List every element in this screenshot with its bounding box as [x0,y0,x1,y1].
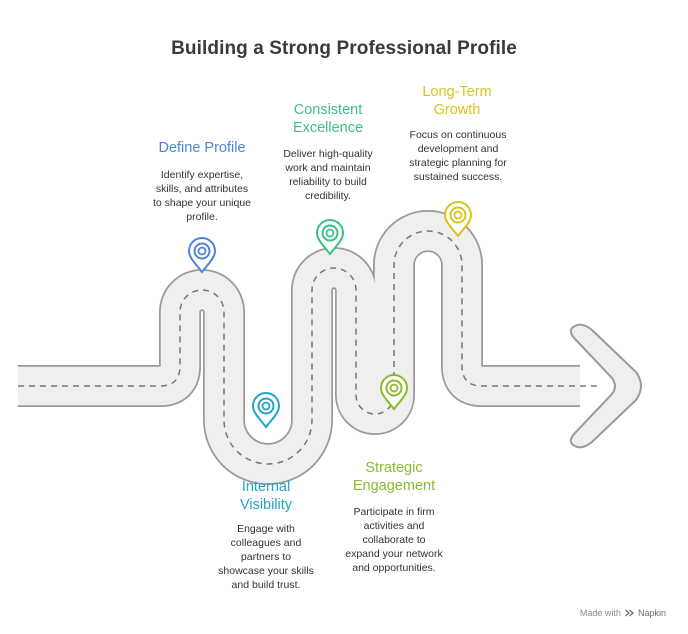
desc-line: sustained success. [413,171,503,183]
desc-line: Focus on continuous [409,129,507,141]
title-line: Long-Term [422,84,492,100]
desc-line: Participate in firm [353,506,435,518]
desc-line: Identify expertise, [160,169,244,181]
title-line: Internal [241,479,291,495]
diagram-title: Building a Strong Professional Profile [171,38,517,59]
step-desc-long-term-growth: Focus on continuous development and stra… [388,128,528,184]
desc-line: Deliver high-quality [283,148,373,160]
desc-line: to shape your unique [152,197,252,209]
pin-long-term-growth-icon [443,201,473,238]
title-line: Growth [433,102,481,118]
desc-line: profile. [186,211,218,223]
desc-line: strategic planning for [409,157,507,169]
step-desc-consistent-excellence: Deliver high-quality work and maintain r… [258,147,398,203]
step-desc-internal-visibility: Engage with colleagues and partners to s… [196,522,336,592]
desc-line: skills, and attributes [155,183,249,195]
made-with-napkin-badge[interactable]: Made with Napkin [580,608,666,618]
step-title-internal-visibility: Internal Visibility [216,478,316,514]
desc-line: and build trust. [231,579,301,591]
desc-line: showcase your skills [218,565,314,577]
desc-line: reliability to build [289,176,367,188]
desc-line: partners to [240,551,292,563]
step-title-strategic-engagement: Strategic Engagement [334,459,454,495]
step-title-define-profile: Define Profile [158,140,246,156]
road [18,210,642,485]
title-line: Visibility [239,497,293,513]
desc-line: credibility. [305,190,351,202]
step-desc-define-profile: Identify expertise, skills, and attribut… [132,168,272,224]
made-with-label: Made with [579,608,621,618]
road-arrowhead [569,323,642,449]
road-center-line [18,230,600,465]
desc-line: work and maintain [285,162,371,174]
title-line: Consistent [293,102,363,118]
desc-line: expand your network [345,548,443,560]
napkin-brand-label: Napkin [637,608,666,618]
step-desc-strategic-engagement: Participate in firm activities and colla… [324,505,464,575]
desc-line: and opportunities. [352,562,436,574]
title-line: Engagement [352,478,436,494]
title-line: Strategic [365,460,423,476]
pin-strategic-engagement-icon [379,374,409,411]
title-line: Excellence [292,120,364,136]
pin-define-profile-icon [187,237,217,274]
desc-line: colleagues and [230,537,302,549]
desc-line: Engage with [237,523,295,535]
desc-line: collaborate to [362,534,426,546]
step-title-consistent-excellence: Consistent Excellence [270,101,386,137]
pin-consistent-excellence-icon [315,219,345,256]
desc-line: development and [417,143,499,155]
napkin-logo-icon [625,609,635,617]
desc-line: activities and [363,520,425,532]
pin-internal-visibility-icon [251,392,281,429]
step-title-long-term-growth: Long-Term Growth [404,83,510,119]
